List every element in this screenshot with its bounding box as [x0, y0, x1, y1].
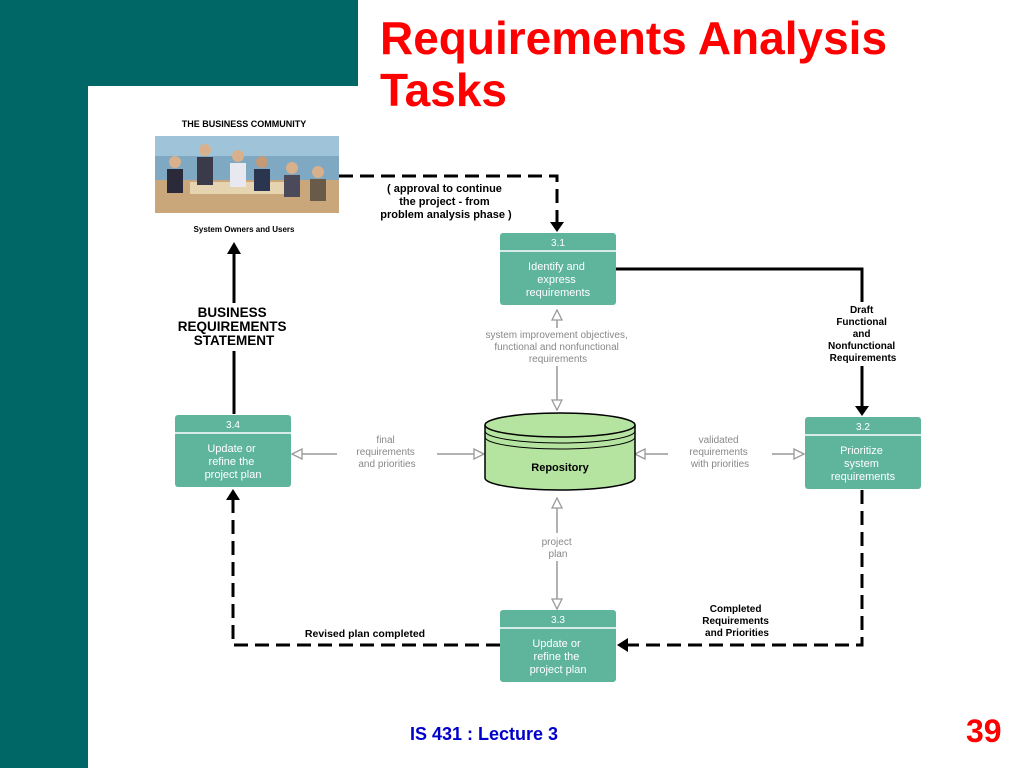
- completed-line: Completed: [710, 604, 762, 615]
- completed-line: and Priorities: [705, 628, 769, 639]
- improvement-line: functional and nonfunctional: [494, 342, 619, 353]
- draft-arrowhead: [855, 406, 869, 416]
- final-requirements-label: final requirements and priorities: [356, 435, 417, 470]
- improvement-line: system improvement objectives,: [485, 330, 627, 341]
- task-label-line: project plan: [530, 664, 587, 676]
- teal-top-band: [0, 0, 358, 86]
- business-community-label: THE BUSINESS COMMUNITY: [182, 119, 307, 129]
- statement-line: REQUIREMENTS: [178, 319, 287, 334]
- draft-line: Functional: [836, 317, 887, 328]
- revised-arrowhead: [226, 489, 240, 500]
- project-plan-line: project: [542, 537, 572, 548]
- validated-line: validated: [699, 435, 739, 446]
- draft-line: Nonfunctional: [828, 341, 895, 352]
- task-label-line: Identify and: [528, 261, 585, 273]
- draft-line: Requirements: [830, 353, 897, 364]
- task-label: Identify and express requirements: [526, 261, 591, 299]
- approval-note-line: problem analysis phase ): [380, 209, 512, 221]
- task-id: 3.2: [856, 422, 870, 433]
- title-line-1: Requirements Analysis: [380, 12, 888, 64]
- slide-page-number: 39: [966, 713, 1002, 749]
- task-id: 3.1: [551, 238, 565, 249]
- task-id: 3.3: [551, 615, 565, 626]
- statement-line: BUSINESS: [198, 305, 267, 320]
- validated-line: requirements: [689, 447, 747, 458]
- draft-requirements-label: Draft Functional and Nonfunctional Requi…: [828, 305, 898, 364]
- revised-plan-label: Revised plan completed: [305, 628, 425, 640]
- completed-arrowhead: [617, 638, 628, 652]
- task-label-line: requirements: [526, 287, 591, 299]
- footer-course-label: IS 431 : Lecture 3: [410, 724, 559, 744]
- final-line: final: [376, 435, 394, 446]
- teal-sidebar: [0, 0, 88, 768]
- task-label: Update or refine the project plan: [205, 443, 262, 481]
- system-improvement-label: system improvement objectives, functiona…: [485, 330, 630, 365]
- system-owners-label: System Owners and Users: [194, 225, 295, 234]
- improvement-line: requirements: [529, 354, 587, 365]
- repository-cylinder: [484, 412, 636, 491]
- business-community-photo: [155, 136, 339, 213]
- revised-flow-line: [231, 500, 500, 647]
- validated-line: with priorities: [690, 459, 749, 470]
- approval-note-line: ( approval to continue: [387, 183, 502, 195]
- task-label-line: requirements: [831, 471, 896, 483]
- draft-line: Draft: [850, 305, 874, 316]
- draft-line: and: [853, 329, 871, 340]
- validated-requirements-label: validated requirements with priorities: [689, 435, 750, 470]
- task-label-line: express: [537, 274, 576, 286]
- approval-note-line: the project - from: [399, 196, 490, 208]
- project-plan-label: project plan: [542, 537, 575, 560]
- completed-flow-line: [628, 490, 864, 647]
- approval-arrowhead: [550, 222, 564, 232]
- business-requirements-statement: BUSINESS REQUIREMENTS STATEMENT: [178, 305, 291, 348]
- approval-note: ( approval to continue the project - fro…: [380, 183, 512, 221]
- statement-arrowhead: [227, 242, 241, 254]
- task-label-line: refine the: [534, 651, 580, 663]
- final-line: and priorities: [358, 459, 415, 470]
- task-box-3-2: 3.2 Prioritize system requirements: [805, 417, 921, 489]
- repository-label: Repository: [531, 462, 589, 474]
- title-line-2: Tasks: [380, 64, 508, 116]
- task-box-3-3: 3.3 Update or refine the project plan: [500, 610, 616, 682]
- approval-flow-line: [339, 174, 559, 224]
- task-box-3-4: 3.4 Update or refine the project plan: [175, 415, 291, 487]
- statement-line: STATEMENT: [194, 333, 275, 348]
- completed-requirements-label: Completed Requirements and Priorities: [702, 604, 771, 639]
- task-label: Prioritize system requirements: [831, 445, 896, 483]
- slide-title: Requirements Analysis Tasks: [380, 12, 1010, 116]
- final-line: requirements: [356, 447, 414, 458]
- task-label-line: Update or: [532, 638, 581, 650]
- task-label: Update or refine the project plan: [530, 638, 587, 676]
- task-box-3-1: 3.1 Identify and express requirements: [500, 233, 616, 305]
- task-id: 3.4: [226, 420, 240, 431]
- completed-line: Requirements: [702, 616, 769, 627]
- task-label-line: project plan: [205, 469, 262, 481]
- task-label-line: system: [844, 458, 879, 470]
- task-label-line: refine the: [209, 456, 255, 468]
- task-label-line: Prioritize: [840, 445, 883, 457]
- task-label-line: Update or: [207, 443, 256, 455]
- project-plan-line: plan: [549, 549, 568, 560]
